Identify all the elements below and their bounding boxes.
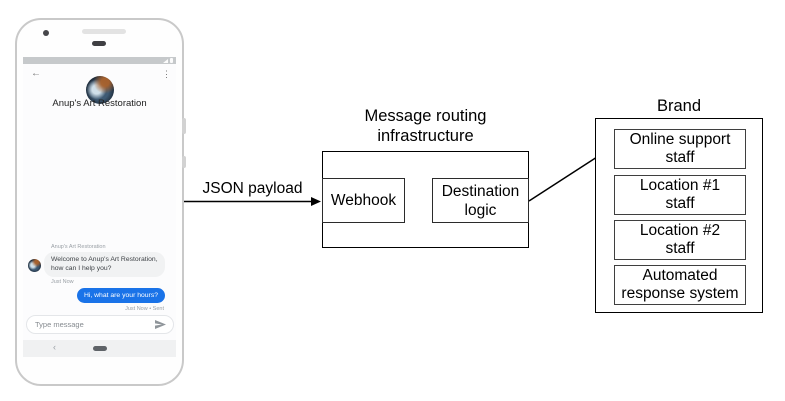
speaker-slot <box>82 29 126 34</box>
routing-title: Message routing infrastructure <box>364 107 487 145</box>
status-bar <box>23 57 176 64</box>
incoming-timestamp: Just Now <box>51 279 74 285</box>
brand-container-box: Online support staff Location #1 staff L… <box>595 118 763 313</box>
brand-item-online-support: Online support staff <box>614 129 746 169</box>
outgoing-status: Just Now • Sent <box>125 306 164 312</box>
nav-bar: ‹ <box>23 340 176 357</box>
send-icon[interactable] <box>155 320 166 329</box>
webhook-box: Webhook <box>322 178 405 223</box>
message-avatar <box>28 259 41 272</box>
phone-mockup: ← ⋮ Anup's Art Restoration Anup's Art Re… <box>15 18 186 386</box>
power-button <box>182 118 186 134</box>
brand-item-location-1: Location #1 staff <box>614 175 746 215</box>
battery-icon <box>170 58 173 63</box>
home-button[interactable] <box>92 346 107 351</box>
sender-label: Anup's Art Restoration <box>51 244 106 250</box>
front-camera-icon <box>43 30 49 36</box>
destination-logic-box: Destination logic <box>432 178 529 223</box>
brand-item-automated-response: Automated response system <box>614 265 746 305</box>
outgoing-message-bubble: Hi, what are your hours? <box>76 288 165 303</box>
more-options-icon[interactable]: ⋮ <box>162 69 171 79</box>
message-input[interactable] <box>27 320 155 329</box>
phone-screen: ← ⋮ Anup's Art Restoration Anup's Art Re… <box>23 57 176 357</box>
volume-button <box>182 156 186 168</box>
message-composer[interactable] <box>26 315 174 334</box>
incoming-message-bubble: Welcome to Anup's Art Restoration, how c… <box>44 252 165 278</box>
earpiece <box>92 41 106 46</box>
back-arrow-icon[interactable]: ← <box>31 68 41 79</box>
nav-back-icon[interactable]: ‹ <box>53 342 56 352</box>
chat-title: Anup's Art Restoration <box>52 98 147 109</box>
brand-item-location-2: Location #2 staff <box>614 220 746 260</box>
brand-title: Brand <box>656 97 702 115</box>
avatar <box>85 76 114 104</box>
json-payload-label: JSON payload <box>202 180 303 197</box>
signal-icon <box>163 58 168 63</box>
